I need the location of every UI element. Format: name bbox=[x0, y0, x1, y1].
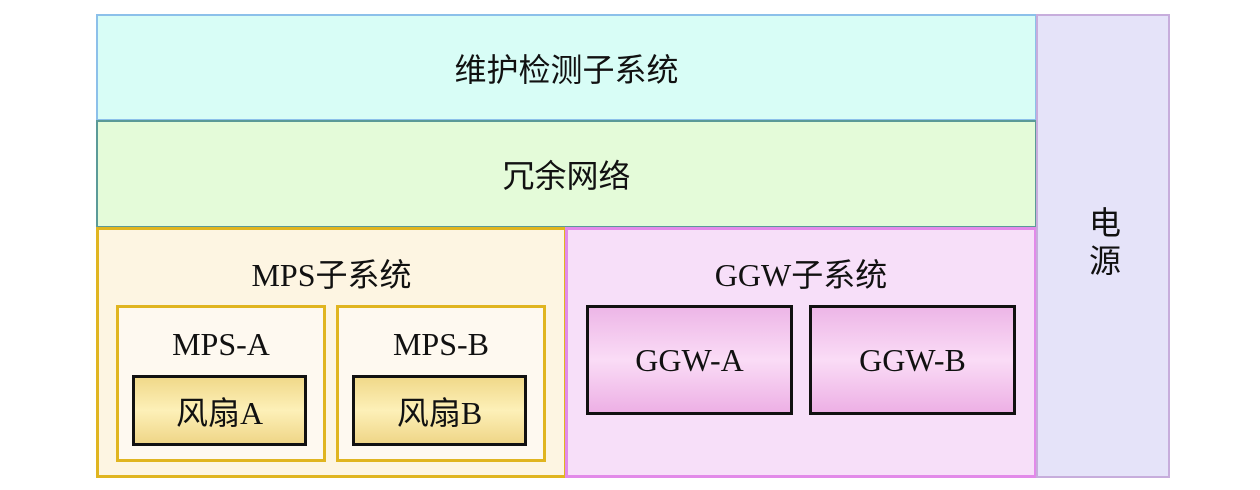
power-label: 电源 bbox=[1085, 206, 1121, 282]
redundant-network: 冗余网络 bbox=[96, 120, 1037, 228]
maintenance-subsystem: 维护检测子系统 bbox=[96, 14, 1037, 121]
ggw-title: GGW子系统 bbox=[714, 257, 888, 293]
power-supply: 电源 bbox=[1036, 14, 1170, 478]
fan-b-label: 风扇B bbox=[396, 394, 483, 431]
ggw-a-label: GGW-A bbox=[635, 341, 744, 378]
ggw-b-module: GGW-B bbox=[809, 305, 1016, 415]
fan-b: 风扇B bbox=[352, 375, 527, 446]
network-label: 冗余网络 bbox=[502, 158, 631, 194]
mps-b-label: MPS-B bbox=[392, 326, 490, 362]
ggw-b-label: GGW-B bbox=[859, 341, 966, 378]
fan-a: 风扇A bbox=[132, 375, 307, 446]
fan-a-label: 风扇A bbox=[175, 394, 264, 431]
mps-title: MPS子系统 bbox=[251, 257, 412, 293]
maintenance-label: 维护检测子系统 bbox=[454, 51, 679, 88]
mps-a-label: MPS-A bbox=[172, 326, 270, 362]
ggw-a-module: GGW-A bbox=[586, 305, 793, 415]
